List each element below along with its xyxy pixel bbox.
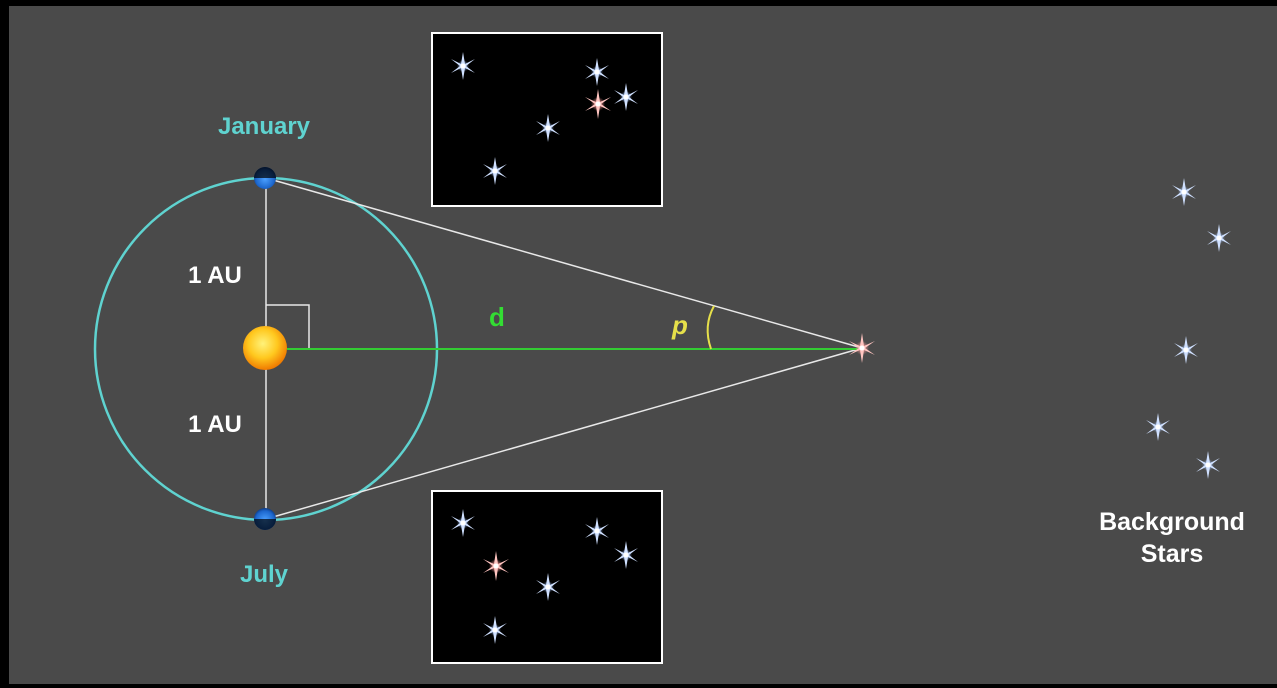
label-distance: d <box>489 302 505 332</box>
inset-january-view <box>432 33 662 206</box>
label-au-top: 1 AU <box>188 262 242 289</box>
earth-icon <box>254 167 276 189</box>
label-july: July <box>240 561 289 588</box>
label-au-bottom: 1 AU <box>188 411 242 438</box>
label-parallax: p <box>671 310 688 340</box>
earth-icon <box>254 508 276 530</box>
label-background-stars-line1: Background <box>1099 508 1245 536</box>
sun-icon <box>243 326 287 370</box>
inset-july-view <box>432 491 662 663</box>
label-background-stars-line2: Stars <box>1141 540 1204 568</box>
label-january: January <box>218 113 311 140</box>
